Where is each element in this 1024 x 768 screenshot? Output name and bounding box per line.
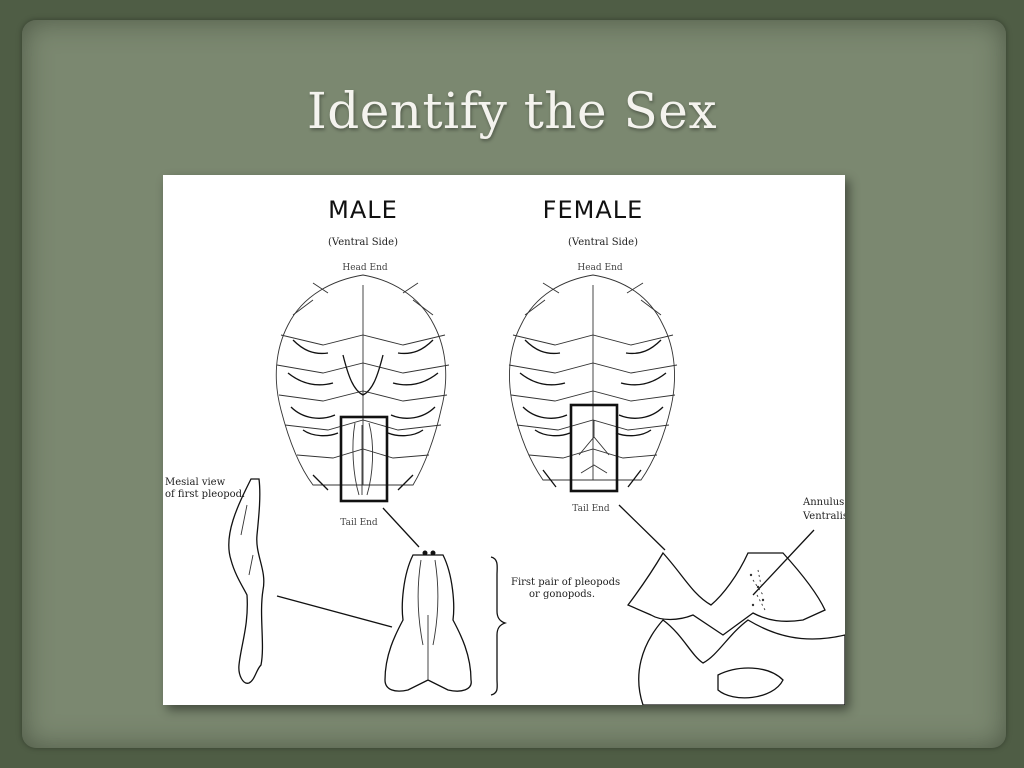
female-heading: FEMALE [543,196,644,224]
female-ventral-illustration [508,274,678,493]
male-tail-end-label: Tail End [340,518,378,528]
male-mesial-pleopod-illustration [228,478,265,684]
male-gonopod-pair-illustration [384,550,472,692]
male-heading: MALE [328,196,398,224]
mesial-view-label-line2: of first pleopod. [165,489,245,500]
gonopod-bracket [490,556,508,696]
male-gonopod-highlight-box [339,415,389,503]
female-annulus-closeup-illustration [626,551,845,705]
female-subheading: (Ventral Side) [568,237,638,248]
female-annulus-highlight-box [569,403,619,493]
male-head-end-label: Head End [342,263,388,273]
crayfish-diagram: MALE (Ventral Side) Head End Tail End FE… [163,175,845,705]
male-ventral-illustration [275,274,450,503]
male-subheading: (Ventral Side) [328,237,398,248]
female-head-end-label: Head End [577,263,623,273]
pointer-lines [276,504,815,628]
slide-title: Identify the Sex [306,82,718,140]
female-tail-end-label: Tail End [572,504,610,514]
annulus-label-line1: Annulus [802,497,844,508]
diagram-svg: MALE (Ventral Side) Head End Tail End FE… [165,196,845,705]
first-pleopods-label-line2: or gonopods. [529,589,595,600]
annulus-label-line2: Ventralis [802,511,845,522]
first-pleopods-label-line1: First pair of pleopods [511,577,620,588]
mesial-view-label-line1: Mesial view [165,477,226,488]
